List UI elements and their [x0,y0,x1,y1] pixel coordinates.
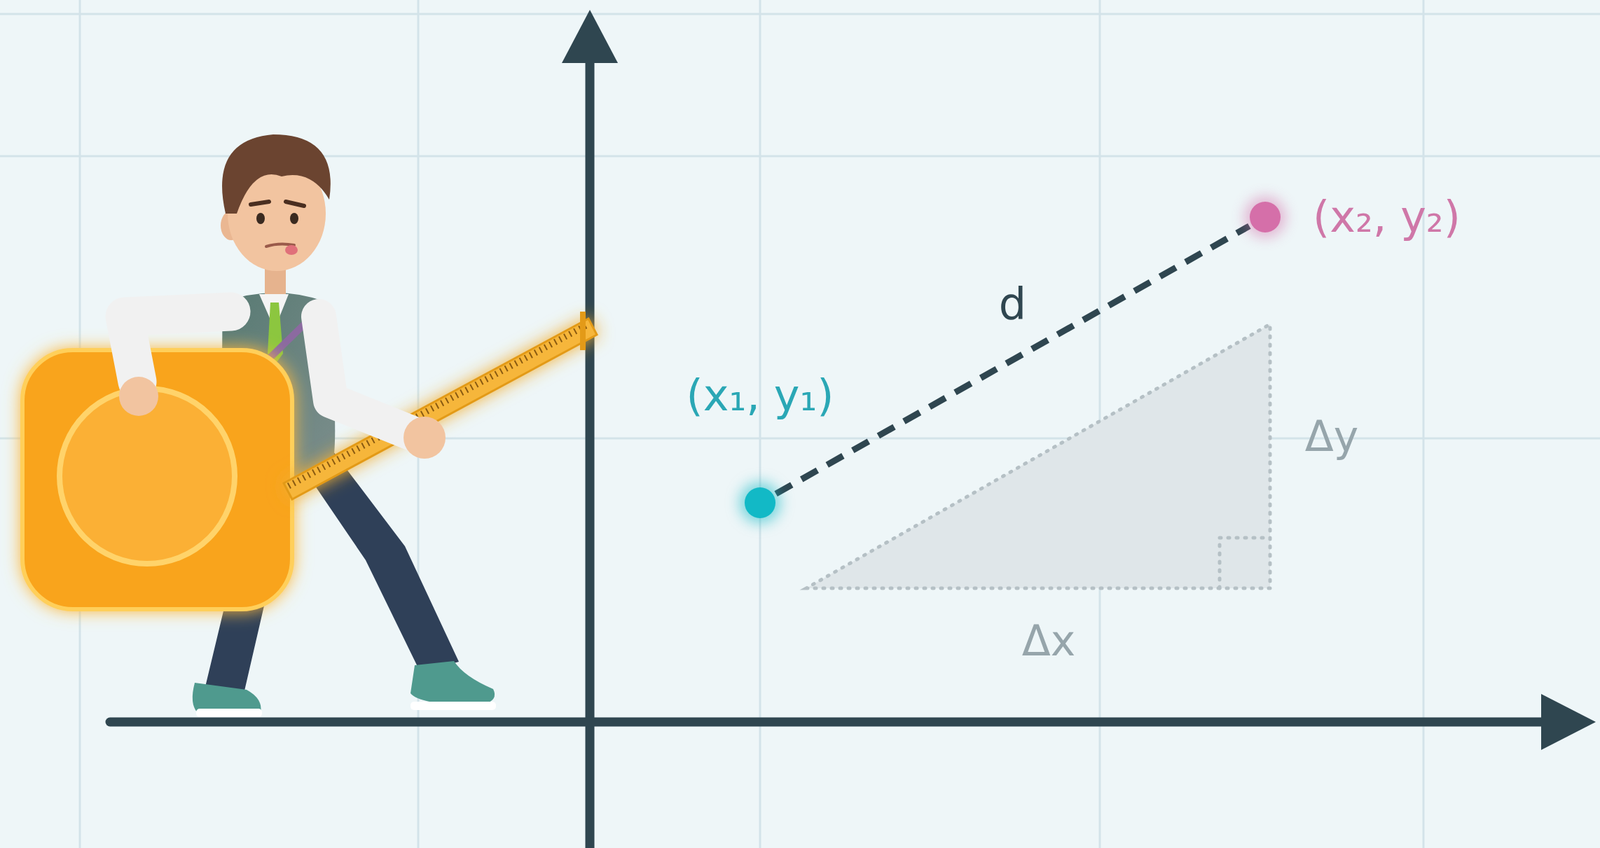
hand [403,416,446,459]
right-angle-mark [1219,538,1271,589]
right-triangle [806,324,1271,589]
eye [256,212,265,225]
hair [222,134,331,214]
axis-arrowhead [1541,694,1596,751]
delta-label: Δx [1022,617,1077,665]
arm [318,316,418,436]
point-marker: (x₁, y₁) [744,487,776,519]
tongue [285,245,298,255]
axis-arrowhead [561,9,618,64]
point-label: (x₁, y₁) [686,370,835,421]
x-axis [109,718,1549,728]
hand [119,376,159,417]
shoe [410,661,495,705]
shoe-sole [196,708,262,718]
tape-measure-case [22,350,293,610]
shoe [192,683,262,714]
person-illustration [22,134,597,718]
grid-line [0,13,1600,16]
y-axis [585,56,595,848]
distance-label: d [993,280,1032,328]
point-label: (x₂, y₂) [1312,191,1461,242]
eyebrow [250,201,270,205]
distance-line [776,226,1250,494]
eyebrow [285,201,305,206]
eye [290,212,299,225]
delta-label: Δy [1305,413,1360,460]
axes [109,9,1596,848]
point-marker: (x₂, y₂) [1249,201,1281,233]
triangle [806,324,1271,589]
tape-hook [580,311,586,351]
tape-measure-reel [59,388,235,564]
shoe-sole [410,701,496,711]
arm [124,311,232,382]
